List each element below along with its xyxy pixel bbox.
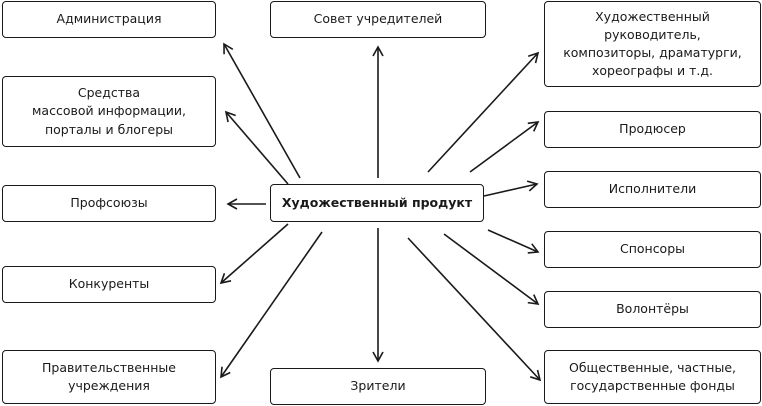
node-trade-unions: Профсоюзы <box>2 185 216 222</box>
arrow-to-artistic-director <box>427 51 540 173</box>
arrow-to-performers <box>483 180 539 197</box>
node-performers: Исполнители <box>544 171 761 208</box>
node-sponsors: Спонсоры <box>544 231 761 268</box>
center-node-artistic-product: Художественный продукт <box>270 184 484 222</box>
arrow-to-volunteers <box>443 233 540 305</box>
arrow-to-producer <box>469 121 540 173</box>
node-administration: Администрация <box>2 1 216 38</box>
node-government: Правительственные учреждения <box>2 350 216 404</box>
arrow-to-government <box>220 231 323 379</box>
node-volunteers: Волонтёры <box>544 291 761 328</box>
node-artistic-director: Художественный руководитель, композиторы… <box>544 1 761 87</box>
node-audience: Зрители <box>270 368 486 405</box>
arrow-to-competitors <box>219 223 289 285</box>
node-founders-council: Совет учредителей <box>270 1 486 38</box>
node-competitors: Конкуренты <box>2 266 216 303</box>
node-media: Средства массовой информации, порталы и … <box>2 76 216 147</box>
node-producer: Продюсер <box>544 111 761 148</box>
arrow-to-administration <box>223 42 301 179</box>
node-funds: Общественные, частные, государственные ф… <box>544 350 761 404</box>
arrow-to-media <box>224 110 289 185</box>
arrow-to-funds <box>407 237 542 382</box>
arrow-to-sponsors <box>487 229 540 254</box>
